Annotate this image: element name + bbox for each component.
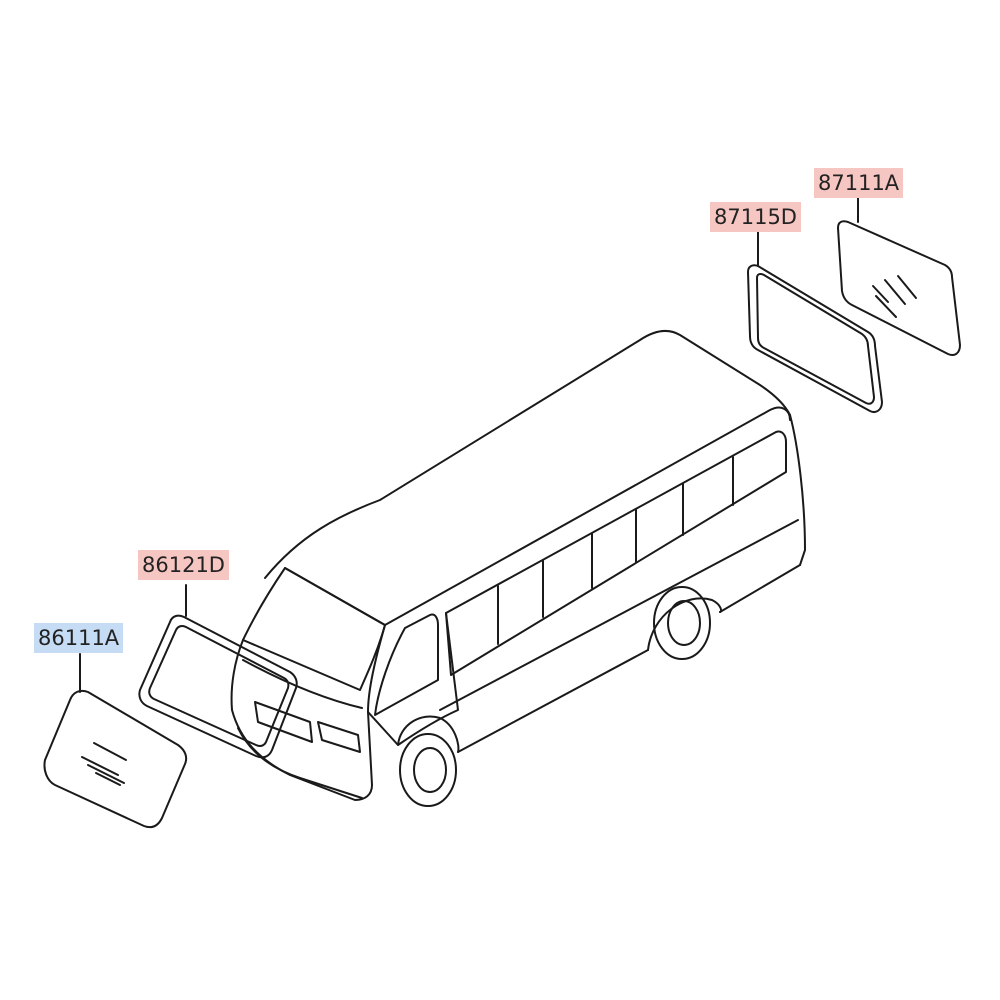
van-front-door <box>367 612 459 746</box>
van-roof-outline <box>264 329 791 579</box>
part-label-87115D[interactable]: 87115D <box>710 202 801 232</box>
van-door-window <box>374 613 439 716</box>
rear-glass-seal-part <box>747 264 883 413</box>
van-bumper <box>237 727 363 799</box>
van-rear-edge <box>789 414 806 566</box>
part-label-87111A[interactable]: 87111A <box>814 168 904 198</box>
van-lower-body <box>457 564 801 753</box>
van-grille <box>254 701 313 743</box>
windshield-glass-part <box>43 689 188 829</box>
van-rear-wheel <box>647 586 722 660</box>
rear-glass-part <box>837 220 961 356</box>
van-illustration <box>230 329 806 807</box>
van-hood-line <box>242 659 363 709</box>
part-label-86121D[interactable]: 86121D <box>138 550 229 580</box>
windshield-seal-part <box>138 614 298 759</box>
part-label-86111A[interactable]: 86111A <box>34 623 124 653</box>
van-window-dividers <box>497 456 734 645</box>
van-headlight <box>317 721 361 753</box>
van-side-windows <box>445 430 787 676</box>
van-front-wheel <box>397 715 460 807</box>
van-belt-line <box>439 519 799 711</box>
